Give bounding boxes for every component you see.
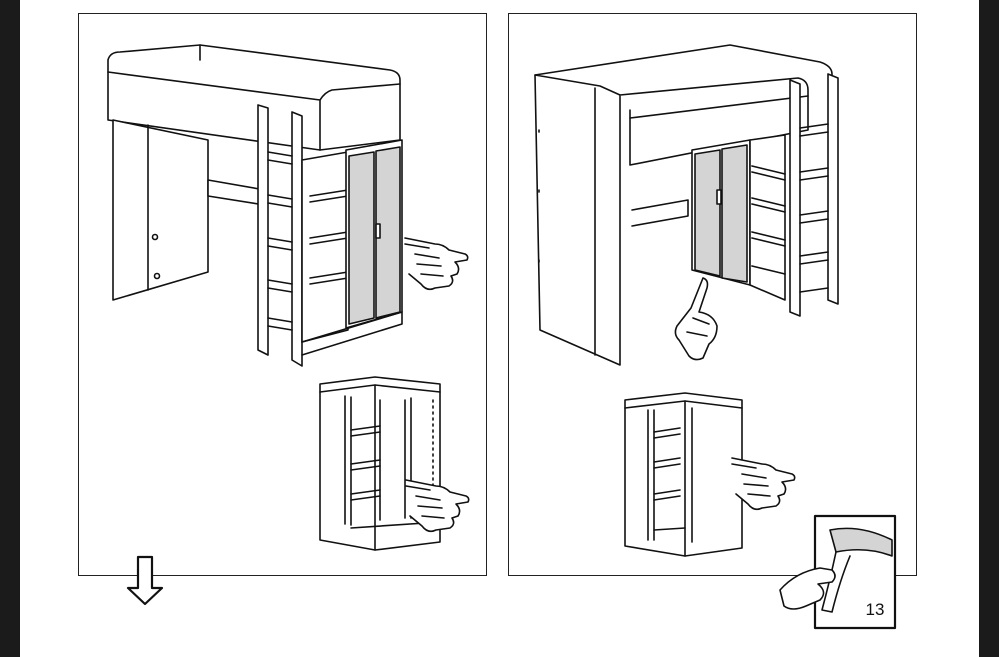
pointing-hand-icon: [674, 277, 718, 361]
page-number: 13: [865, 600, 885, 619]
pointing-hand-icon: [405, 479, 470, 533]
loft-bed-right-illustration: [534, 44, 839, 366]
next-step-arrow-icon: [126, 555, 164, 606]
pointing-hand-icon: [731, 457, 796, 511]
illustration-layer: [107, 44, 897, 630]
turn-page-icon: [779, 514, 897, 630]
pointing-hand-icon: [404, 237, 469, 291]
instruction-page: 13: [20, 0, 979, 657]
cabinet-inset-right: [624, 392, 743, 557]
loft-bed-left-illustration: [107, 44, 403, 367]
